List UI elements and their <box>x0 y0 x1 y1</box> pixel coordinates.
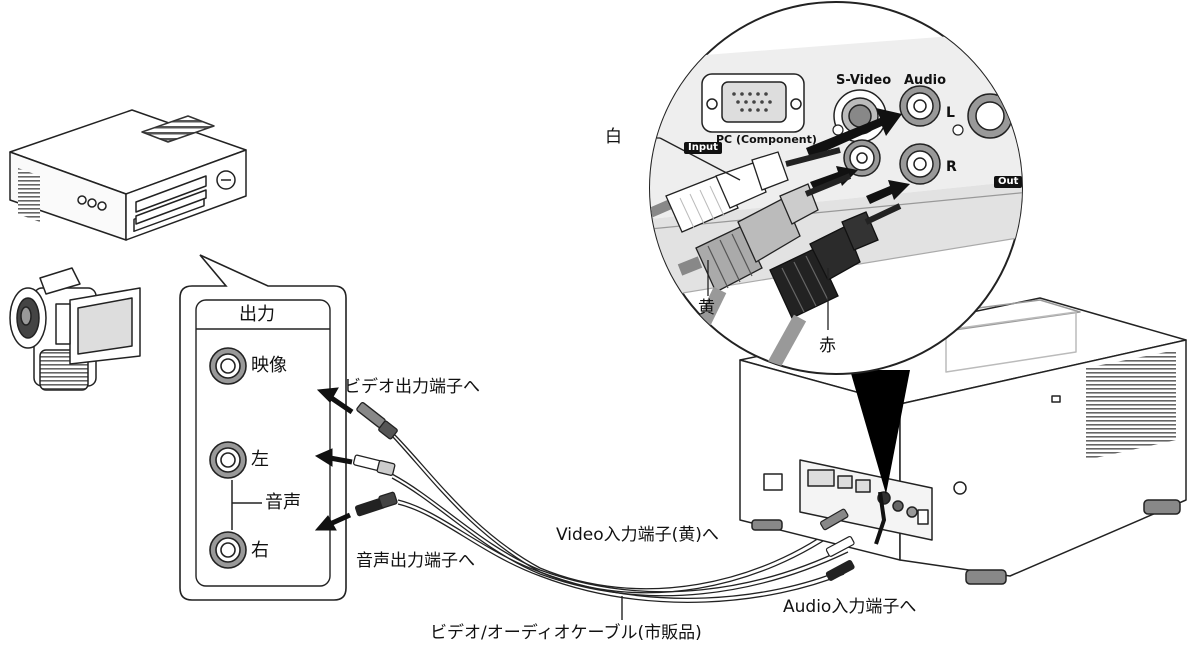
right-plugs <box>820 491 887 581</box>
pc-port-label: PC (Component) <box>716 133 817 146</box>
output-panel-title: 出力 <box>239 304 275 325</box>
audio-in-annotation: Audio入力端子へ <box>783 597 917 617</box>
zoom-detail <box>649 1 1023 375</box>
right-out-label: 右 <box>251 540 269 561</box>
audio-port-label: Audio <box>904 73 947 88</box>
video-in-annotation: Video入力端子(黄)へ <box>556 525 719 545</box>
projector-icon <box>739 297 1187 585</box>
audio-out-label: 音声 <box>265 492 301 513</box>
video-out-annotation: ビデオ出力端子へ <box>344 377 480 397</box>
output-arrows <box>314 387 354 531</box>
output-panel <box>179 254 347 601</box>
video-out-label: 映像 <box>251 355 287 376</box>
audio-l-label: L <box>946 105 955 121</box>
svideo-port-label: S-Video <box>836 73 892 88</box>
audio-out-annotation: 音声出力端子へ <box>356 551 475 571</box>
red-plug-label: 赤 <box>819 336 836 356</box>
vcr-icon <box>9 109 247 241</box>
cable-annotation: ビデオ/オーディオケーブル(市販品) <box>430 623 702 643</box>
white-plug-label: 白 <box>605 127 622 147</box>
audio-r-label: R <box>946 159 957 175</box>
camcorder-icon <box>9 267 141 391</box>
left-plugs <box>352 401 398 517</box>
output-tag: Out <box>994 176 1023 188</box>
zoom-pointer <box>850 370 910 494</box>
left-out-label: 左 <box>251 449 269 470</box>
av-cable <box>391 431 849 620</box>
input-tag: Input <box>684 142 722 154</box>
yellow-plug-label: 黄 <box>698 298 715 318</box>
